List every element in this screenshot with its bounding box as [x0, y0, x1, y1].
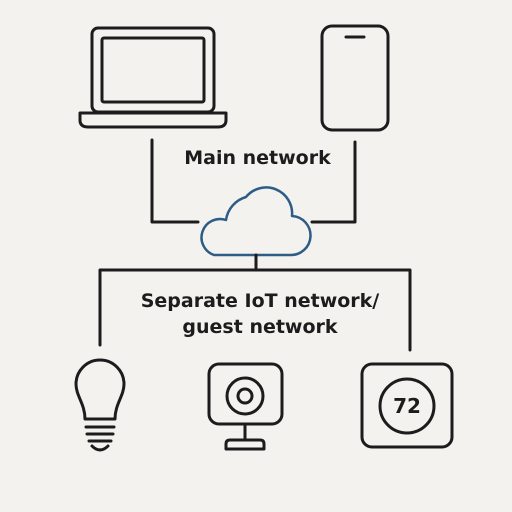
iot-bus-line [98, 268, 412, 352]
main-network-label: Main network [184, 147, 331, 169]
iot-network-label-line-1: Separate IoT network/ [140, 290, 380, 312]
smartphone-connector [310, 140, 357, 224]
light-bulb-icon [74, 358, 126, 452]
iot-network-label-line-2: guest network [182, 316, 338, 338]
thermostat-icon [360, 362, 454, 449]
cloud-icon [200, 186, 312, 257]
iot-network-label: Separate IoT network/ guest network [110, 288, 410, 340]
thermostat-reading: 72 [393, 394, 421, 418]
security-camera-icon [207, 362, 284, 451]
smartphone-icon [320, 24, 390, 132]
laptop-icon [78, 26, 228, 129]
laptop-connector [150, 138, 200, 224]
